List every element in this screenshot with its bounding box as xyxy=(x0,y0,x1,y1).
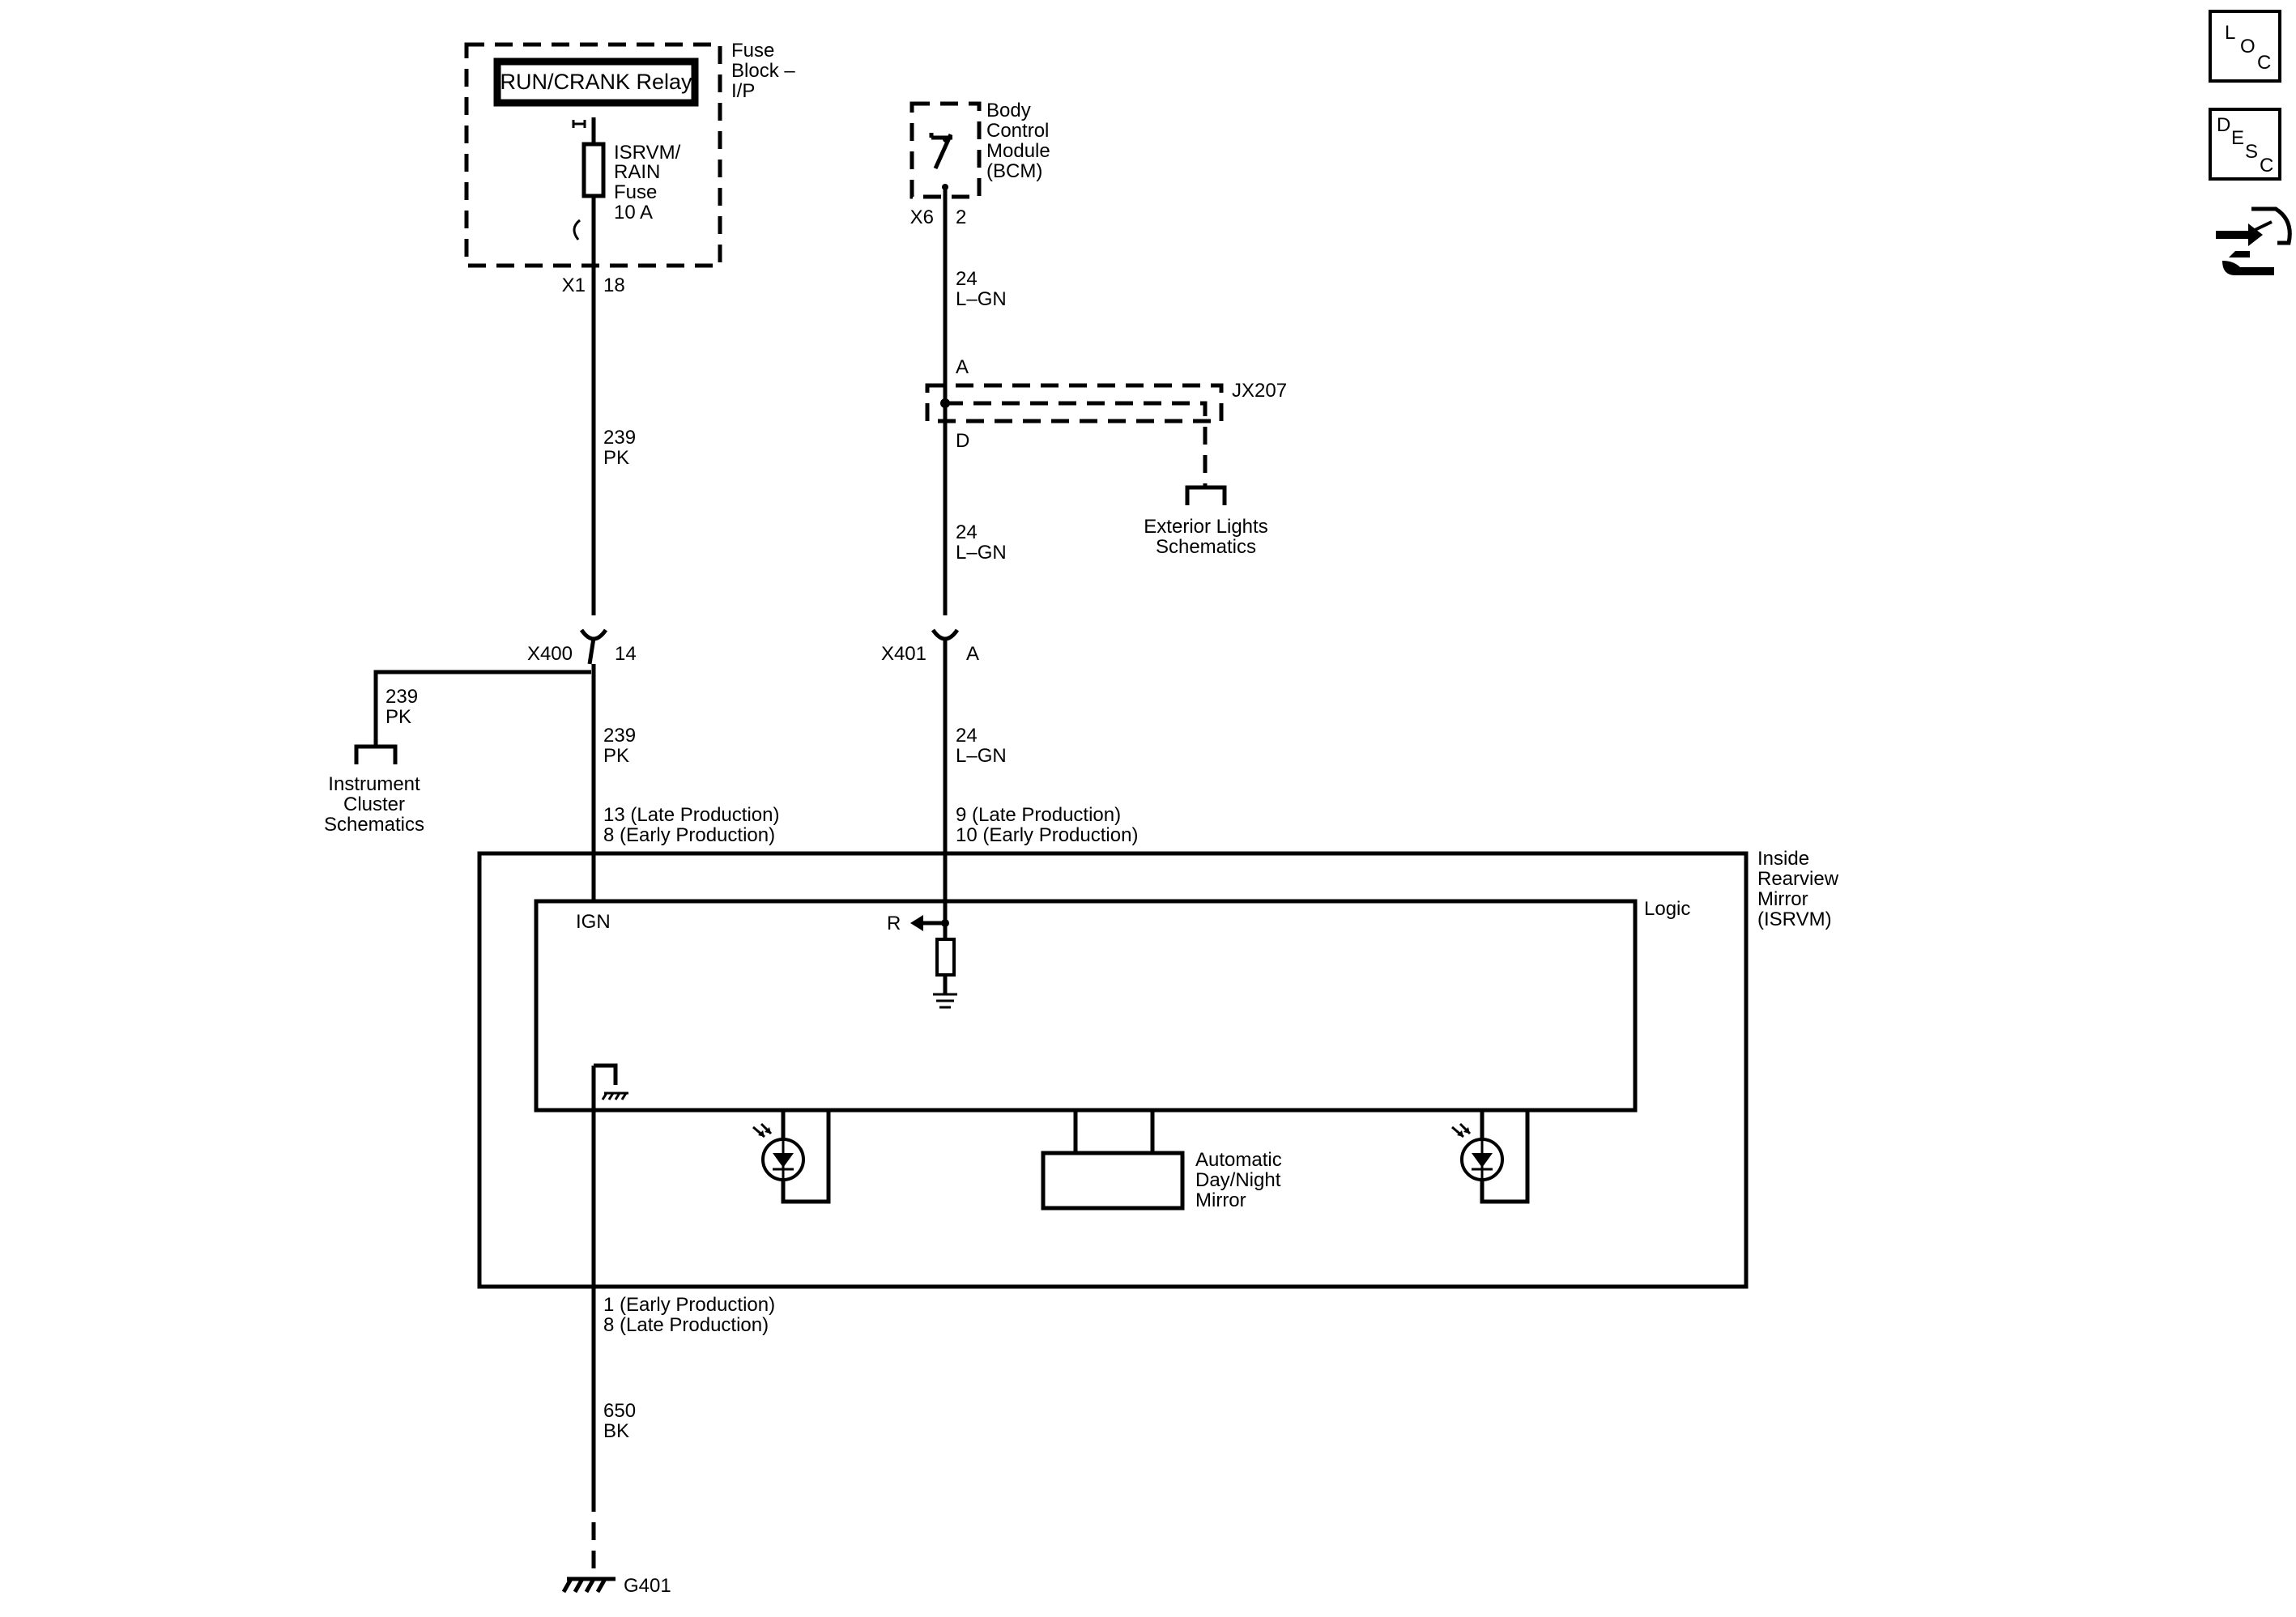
r-input-label: R xyxy=(887,913,901,934)
fuse-block-label-3: I/P xyxy=(731,80,755,102)
bcm-label-3: Module xyxy=(986,140,1050,162)
logic-label: Logic xyxy=(1644,898,1690,920)
instrument-cluster-link-2[interactable]: Cluster xyxy=(343,794,405,815)
ign-pin-early: 8 (Early Production) xyxy=(603,824,775,846)
desc-button[interactable]: D E S C xyxy=(2209,108,2281,181)
wire-650-circuit: 650 xyxy=(603,1400,636,1422)
x6-connector-label: X6 xyxy=(910,206,934,228)
isrvm-module: Inside Rearview Mirror (ISRVM) Logic IGN… xyxy=(477,848,1839,1289)
isrvm-label-1: Inside xyxy=(1757,848,1809,870)
internal-ground-symbol xyxy=(601,1091,628,1100)
x6-pin-label: 2 xyxy=(956,206,966,228)
wire-24-c-color: L–GN xyxy=(956,745,1007,767)
wire-239-upper-circuit: 239 xyxy=(603,427,636,449)
x401-pin: A xyxy=(966,643,979,665)
loc-letter-l: L xyxy=(2225,22,2235,44)
fuse-block-label-2: Block – xyxy=(731,60,795,82)
isrvm-label-4: (ISRVM) xyxy=(1757,908,1832,930)
splice-pin-a: A xyxy=(956,356,969,378)
x401-label: X401 xyxy=(881,643,926,665)
logic-ground-symbol xyxy=(933,993,957,1009)
run-crank-relay-label: RUN/CRANK Relay xyxy=(500,70,692,94)
r-pin-late: 9 (Late Production) xyxy=(956,804,1121,826)
wire-24-a-color: L–GN xyxy=(956,288,1007,310)
desc-letter-d: D xyxy=(2217,114,2230,136)
mirror-label-2: Day/Night xyxy=(1195,1169,1281,1191)
fuse-block: Fuse Block – I/P RUN/CRANK Relay ISRVM/ … xyxy=(464,40,795,296)
ign-pin-late: 13 (Late Production) xyxy=(603,804,779,826)
wire-239-pk-branch xyxy=(373,670,591,747)
left-light-sensor-icon xyxy=(752,1112,831,1204)
splice-pin-d: D xyxy=(956,430,969,452)
connector-wrench-icon[interactable] xyxy=(2216,206,2292,275)
desc-letter-e: E xyxy=(2231,127,2244,149)
wire-239-lower-color: PK xyxy=(603,745,629,767)
isrvm-outer-box xyxy=(477,851,1749,1289)
isrvm-label-3: Mirror xyxy=(1757,888,1808,910)
wire-239-upper-color: PK xyxy=(603,447,629,469)
exterior-lights-link-1[interactable]: Exterior Lights xyxy=(1144,516,1267,538)
loc-letter-o: O xyxy=(2240,36,2256,57)
instrument-cluster-link-1[interactable]: Instrument xyxy=(328,773,420,795)
loc-button[interactable]: L O C xyxy=(2209,10,2281,83)
logic-box xyxy=(534,899,1638,1113)
fuse-label-4: 10 A xyxy=(614,202,653,223)
desc-letter-c: C xyxy=(2260,155,2273,177)
r-pin-early: 10 (Early Production) xyxy=(956,824,1138,846)
x400-pin: 14 xyxy=(615,643,637,665)
exterior-lights-link-2[interactable]: Schematics xyxy=(1156,536,1256,558)
x1-connector-label: X1 xyxy=(562,274,586,296)
instrument-cluster-link-symbol xyxy=(354,744,398,764)
gnd-pin-early: 1 (Early Production) xyxy=(603,1294,775,1316)
instrument-cluster-link-3[interactable]: Schematics xyxy=(324,814,424,836)
gnd-pin-late: 8 (Late Production) xyxy=(603,1314,769,1336)
fuse-block-label-1: Fuse xyxy=(731,40,774,62)
exterior-lights-link-symbol xyxy=(1185,485,1227,505)
desc-letter-s: S xyxy=(2245,141,2258,163)
x1-pin-label: 18 xyxy=(603,274,625,296)
wire-239-branch-circuit: 239 xyxy=(386,686,418,708)
x400-label: X400 xyxy=(527,643,573,665)
mirror-label-1: Automatic xyxy=(1195,1149,1282,1171)
wire-24-c-circuit: 24 xyxy=(956,725,978,747)
fuse-label-1: ISRVM/ xyxy=(614,142,681,164)
wire-24-b-color: L–GN xyxy=(956,542,1007,564)
isrvm-rain-fuse: ISRVM/ RAIN Fuse 10 A xyxy=(572,117,681,240)
fuse-label-2: RAIN xyxy=(614,161,660,183)
wire-24-b-circuit: 24 xyxy=(956,521,978,543)
wire-24-a-circuit: 24 xyxy=(956,268,978,290)
ground-g401-label: G401 xyxy=(624,1575,671,1597)
pull-down-resistor xyxy=(935,938,956,977)
x400-connector: X400 14 xyxy=(527,628,637,665)
wire-650-color: BK xyxy=(603,1420,629,1442)
loc-letter-c: C xyxy=(2257,52,2271,74)
wire-239-lower-circuit: 239 xyxy=(603,725,636,747)
run-crank-relay: RUN/CRANK Relay xyxy=(493,57,699,107)
ign-input-label: IGN xyxy=(576,911,611,933)
bcm-module: Body Control Module (BCM) X6 2 xyxy=(909,100,1050,228)
x401-connector: X401 A xyxy=(881,628,979,665)
mirror-label-3: Mirror xyxy=(1195,1189,1246,1211)
bcm-label-4: (BCM) xyxy=(986,160,1042,182)
splice-jx207: A JX207 D xyxy=(925,356,1287,486)
bcm-label-1: Body xyxy=(986,100,1031,121)
wire-239-branch-color: PK xyxy=(386,706,411,728)
auto-day-night-mirror: Automatic Day/Night Mirror xyxy=(1041,1112,1282,1211)
fuse-label-3: Fuse xyxy=(614,181,657,203)
chassis-ground-g401-icon xyxy=(561,1577,616,1594)
right-light-sensor-icon xyxy=(1451,1112,1530,1204)
isrvm-label-2: Rearview xyxy=(1757,868,1839,890)
bcm-label-2: Control xyxy=(986,120,1049,142)
splice-jx207-label: JX207 xyxy=(1232,380,1287,402)
